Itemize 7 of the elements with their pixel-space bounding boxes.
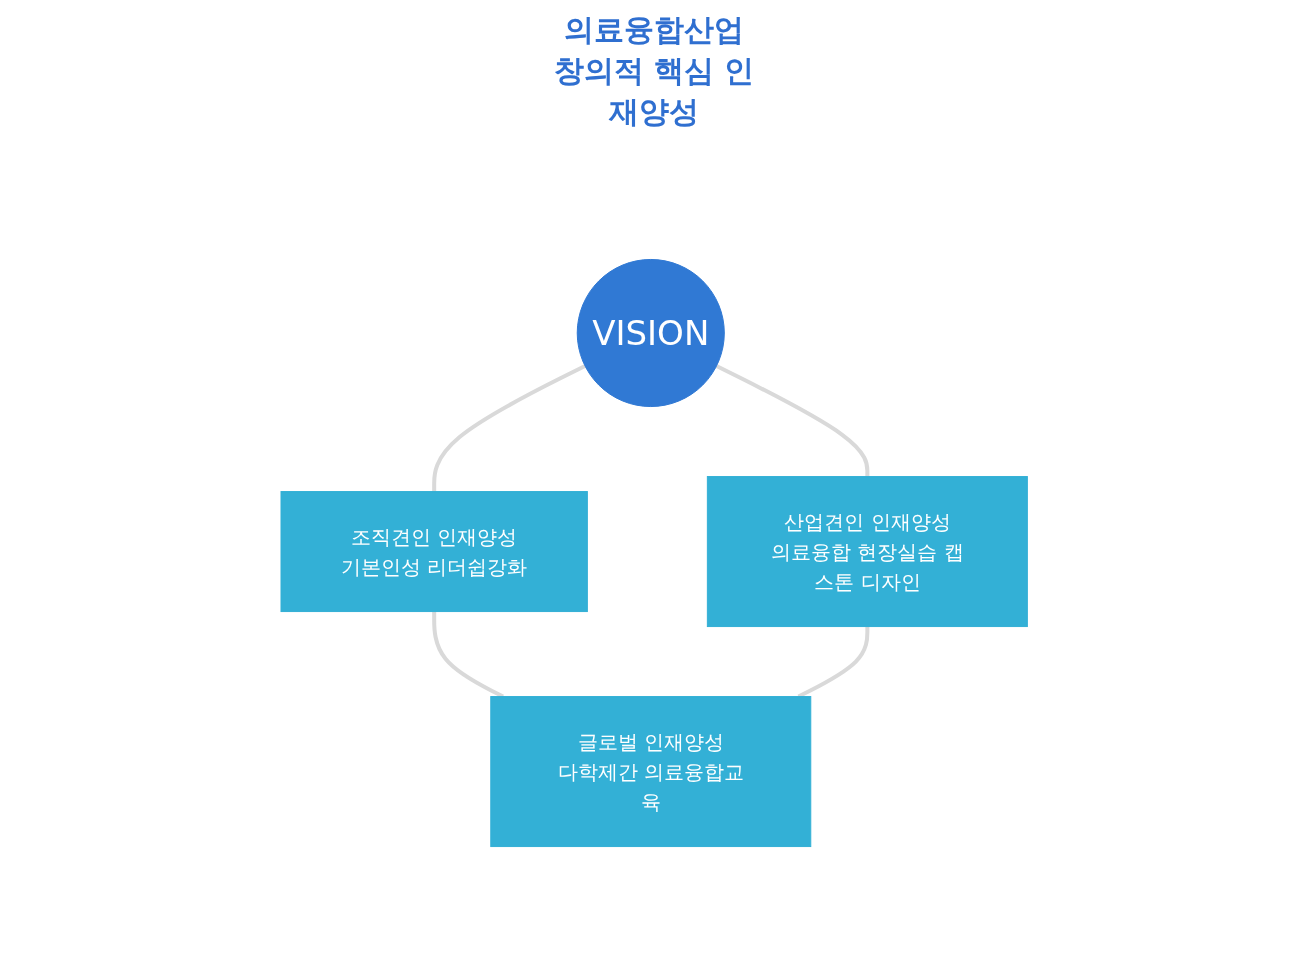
connector <box>432 364 586 492</box>
connector <box>715 364 870 477</box>
node-box: 산업견인 인재양성 의료융합 현장실습 캡스톤 디자인 <box>706 476 1028 628</box>
node-circle: VISION <box>576 258 725 408</box>
node-box: 조직견인 인재양성 기본인성 리더쉽강화 <box>280 491 588 613</box>
center-text: 의료융합산업 창의적 핵심 인재양성 <box>552 11 756 131</box>
node-box: 글로벌 인재양성 다학제간 의료융합교육 <box>490 696 812 848</box>
